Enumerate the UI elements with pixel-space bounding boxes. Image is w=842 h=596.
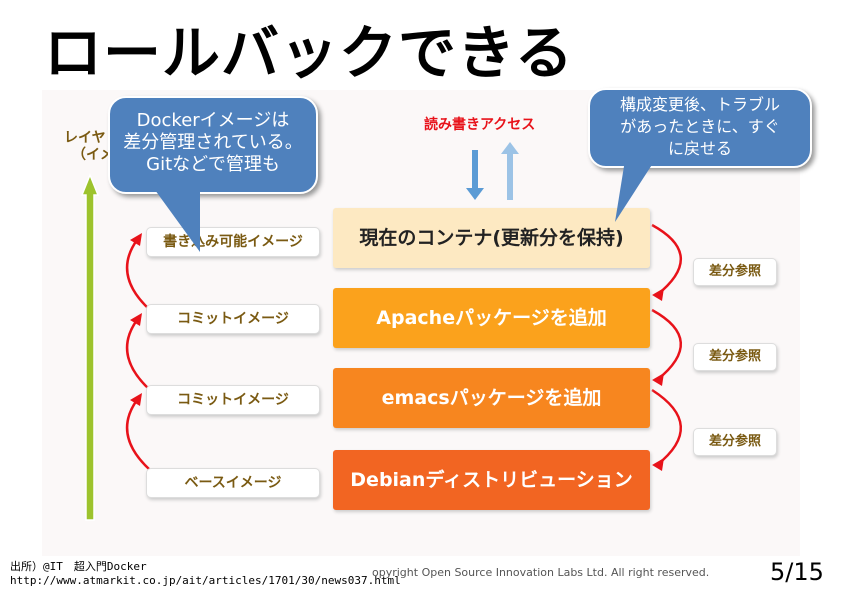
diff-label: 差分参照 xyxy=(693,428,777,456)
callout-right: 構成変更後、トラブル があったときに、すぐ に戻せる xyxy=(588,88,812,168)
layer-axis-label: レイヤ （イメ xyxy=(64,130,114,164)
arrows xyxy=(80,142,683,521)
callout-left-tail xyxy=(155,190,200,252)
left-label-commit: コミットイメージ xyxy=(146,385,320,415)
callout-line: 差分管理されている。 xyxy=(123,132,303,153)
callout-line: があったときに、すぐ xyxy=(620,117,780,136)
page-number: 5/15 xyxy=(770,558,824,586)
callout-left: Dockerイメージは 差分管理されている。 Gitなどで管理も xyxy=(108,96,318,194)
source-url: http://www.atmarkit.co.jp/ait/articles/1… xyxy=(10,574,401,587)
layer-axis-label-line: レイヤ xyxy=(64,130,106,146)
diff-label: 差分参照 xyxy=(693,343,777,371)
callout-line: Dockerイメージは xyxy=(136,110,290,131)
callout-line: に戻せる xyxy=(667,139,732,158)
layer-apache: Apacheパッケージを追加 xyxy=(333,288,650,348)
layer-axis-label-line: （イメ xyxy=(72,147,114,163)
layer-emacs: emacsパッケージを追加 xyxy=(333,368,650,428)
source-credit: 出所）@IT 超入門Docker xyxy=(10,560,147,573)
access-label: 読み書きアクセス xyxy=(424,117,536,133)
callout-line: 構成変更後、トラブル xyxy=(619,95,780,114)
left-label-commit: コミットイメージ xyxy=(146,304,320,334)
left-label-base: ベースイメージ xyxy=(146,468,320,498)
commit-curve-arrows xyxy=(125,223,683,471)
slide-title: ロールバックできる xyxy=(44,19,574,87)
layer-debian: Debianディストリビューション xyxy=(333,450,650,510)
diff-label: 差分参照 xyxy=(693,258,777,286)
layer-container: 現在のコンテナ(更新分を保持) xyxy=(333,208,650,268)
up-arrow-icon xyxy=(80,172,100,521)
copyright: opyright Open Source Innovation Labs Ltd… xyxy=(372,566,710,579)
callout-line: Gitなどで管理も xyxy=(146,154,280,175)
callout-right-tail xyxy=(615,160,655,222)
access-arrows xyxy=(466,142,519,200)
